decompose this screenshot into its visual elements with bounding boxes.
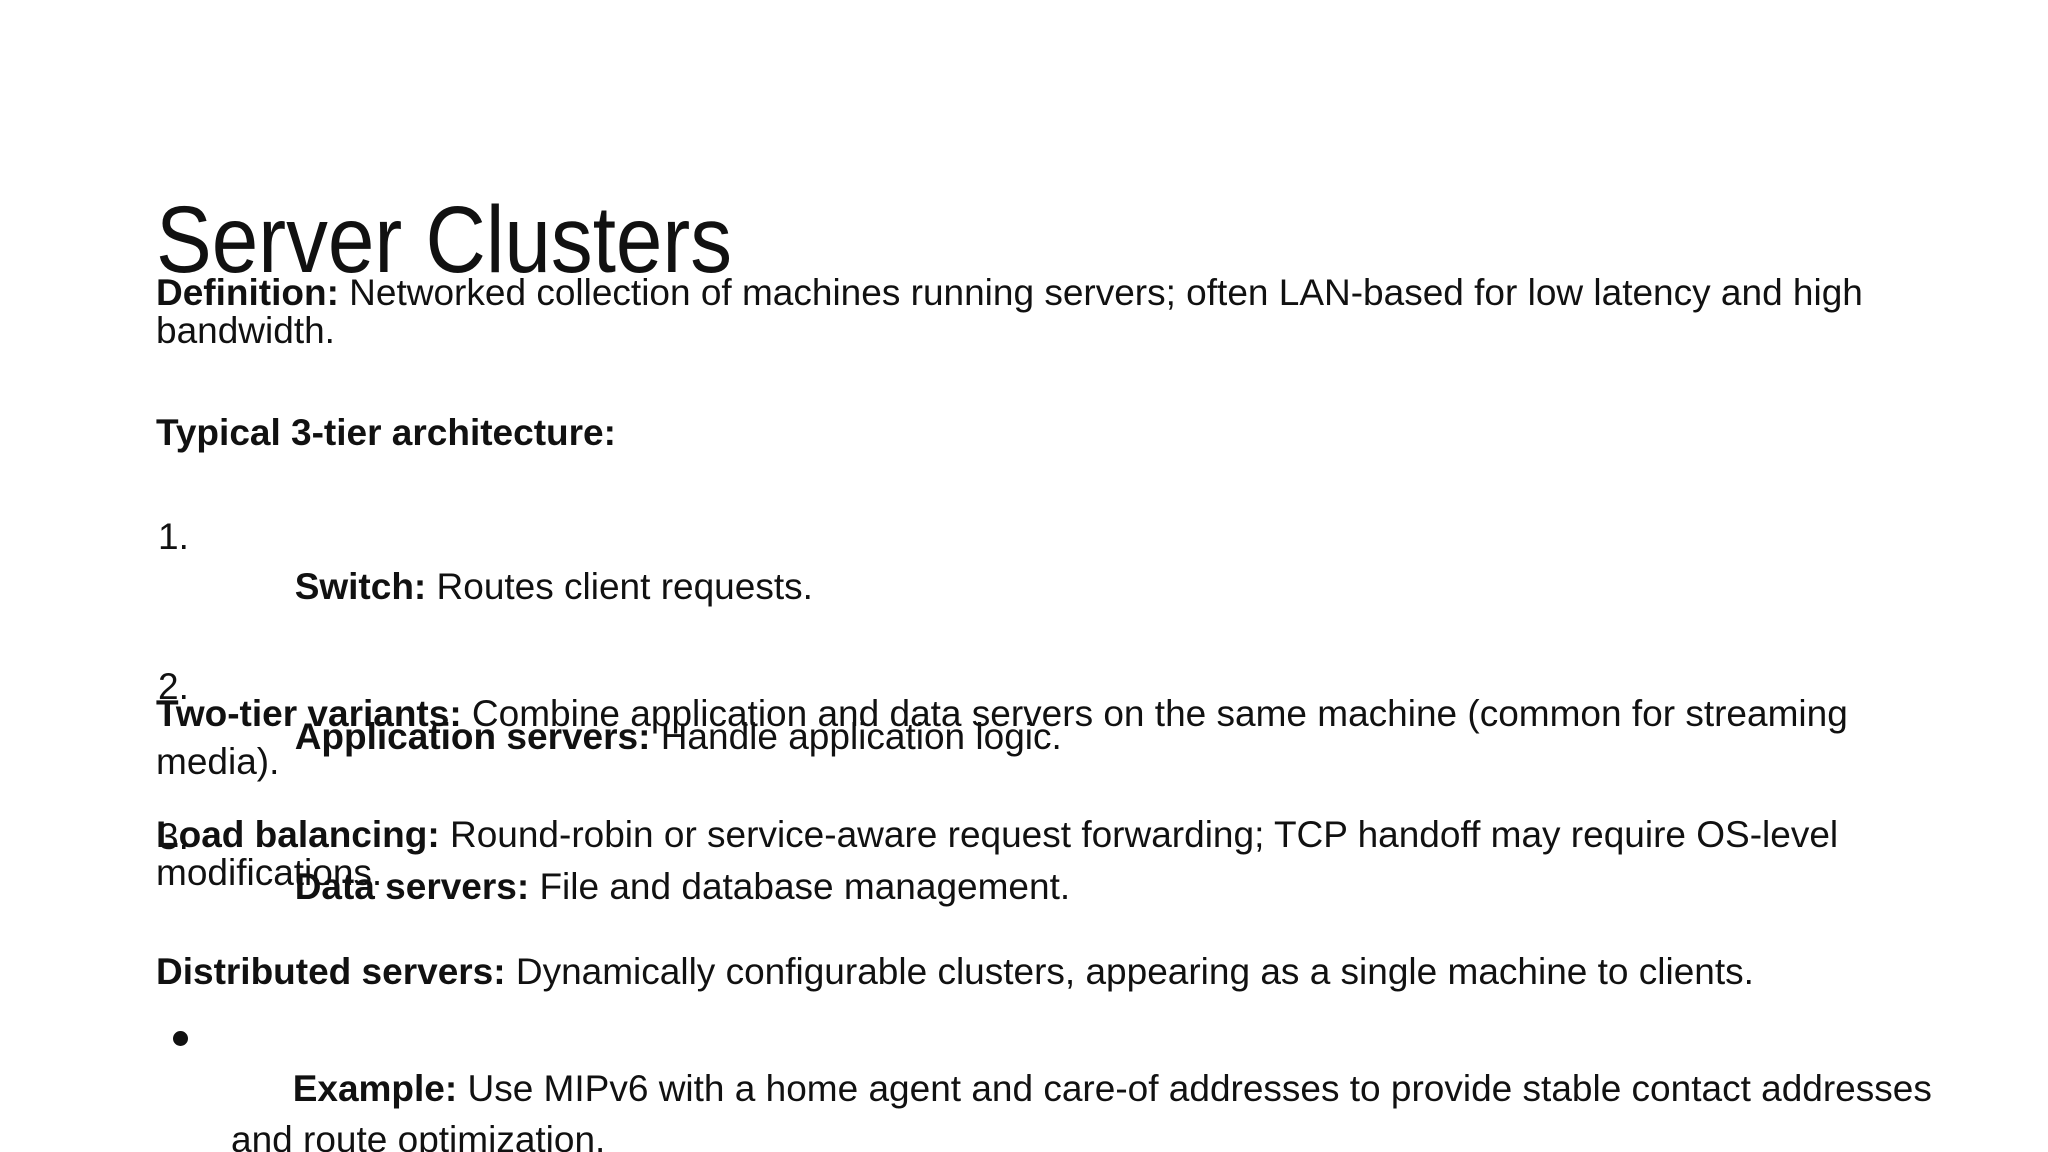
list-number: 2. — [158, 666, 189, 707]
list-item: 3. Data servers: File and database manage… — [156, 812, 1070, 962]
slide-title: Server Clusters — [156, 186, 733, 293]
list-item-text: File and database management. — [529, 866, 1071, 907]
list-item-lead: Data servers: — [294, 866, 530, 907]
list-item-lead: Switch: — [294, 566, 427, 607]
distributed-servers-lead: Distributed servers: — [156, 951, 506, 992]
two-tier-lead: Two-tier variants: — [156, 693, 462, 734]
list-item: 2. Application servers: Handle applicatio… — [156, 662, 1070, 812]
architecture-numbered-list: 1. Switch: Routes client requests. 2. Appl… — [156, 512, 1070, 962]
list-item: 1. Switch: Routes client requests. — [156, 512, 1070, 662]
definition-lead: Definition: — [156, 272, 339, 313]
list-item-lead: Application servers: — [294, 716, 651, 757]
list-item-text: Handle application logic. — [650, 716, 1062, 757]
example-text: Use MIPv6 with a home agent and care-of … — [231, 1068, 1932, 1152]
list-item-text: Routes client requests. — [426, 566, 813, 607]
bullet-list-item: Example: Use MIPv6 with a home agent and… — [156, 1012, 1932, 1152]
architecture-heading: Typical 3-tier architecture: — [156, 414, 616, 452]
distributed-servers-text: Dynamically configurable clusters, appea… — [505, 951, 1754, 992]
architecture-heading-text: Typical 3-tier architecture: — [156, 412, 616, 453]
load-balancing-text: Round-robin or service-aware request for… — [156, 814, 1839, 893]
list-number: 3. — [158, 816, 189, 857]
load-balancing-paragraph: Load balancing: Round-robin or service-a… — [156, 816, 1838, 892]
two-tier-text: Combine application and data servers on … — [156, 693, 1848, 782]
load-balancing-lead: Load balancing: — [156, 814, 440, 855]
definition-text: Networked collection of machines running… — [156, 272, 1863, 351]
example-bullet-list: Example: Use MIPv6 with a home agent and… — [156, 1012, 1932, 1152]
example-lead: Example: — [292, 1068, 458, 1109]
bullet-icon — [173, 1031, 188, 1046]
list-number: 1. — [158, 516, 189, 557]
two-tier-paragraph: Two-tier variants: Combine application a… — [156, 690, 1848, 786]
distributed-servers-paragraph: Distributed servers: Dynamically configu… — [156, 948, 1754, 996]
definition-paragraph: Definition: Networked collection of mach… — [156, 274, 1863, 350]
